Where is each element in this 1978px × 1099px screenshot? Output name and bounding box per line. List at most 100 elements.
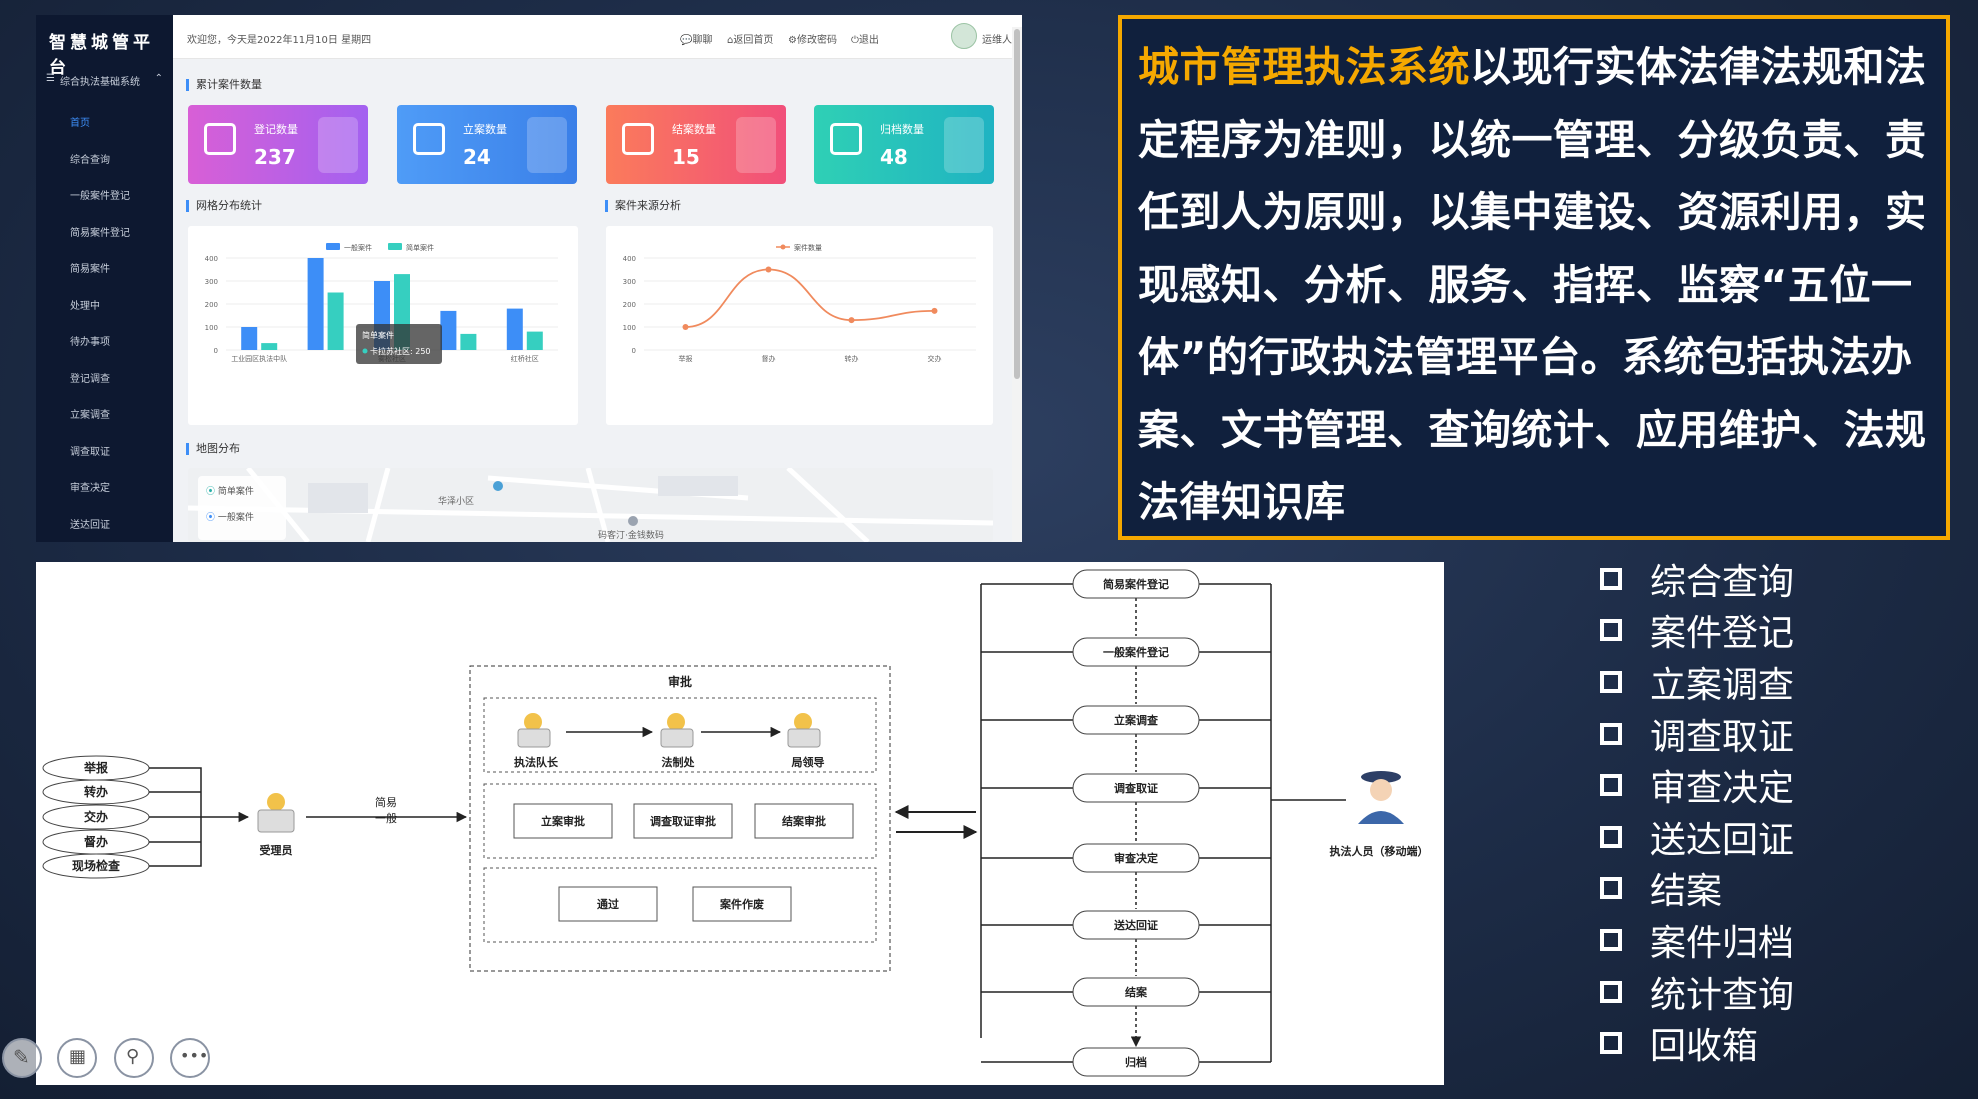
legend-dot (780, 244, 786, 250)
receiver-icon (257, 793, 295, 833)
section-title-grid: 网格分布统计 (186, 200, 262, 212)
edit-icon (204, 123, 236, 155)
more-icon: ••• (180, 1046, 209, 1065)
sidebar-item-general-register[interactable]: 一般案件登记 (70, 191, 130, 202)
data-point (682, 324, 689, 330)
checkbox-icon (1600, 980, 1622, 1003)
list-item: 立案调查 (1600, 656, 1794, 708)
stat-card-archived[interactable]: 归档数量 48 (814, 105, 994, 184)
sidebar-menu: 首页 综合查询 一般案件登记 简易案件登记 简易案件 处理中 待办事项 登记调查… (36, 108, 173, 542)
slides-button[interactable]: ▦ (57, 1038, 97, 1078)
step-node (1072, 569, 1200, 599)
data-point (848, 317, 855, 324)
logout-link[interactable]: ⏻退出 (851, 35, 879, 46)
map-panel[interactable]: 华泽小区 码客汀·金钱数码 ⦿ 简单案件 ⦿ 一般案件 (188, 468, 993, 542)
workflow-diagram: 举报 转办 交办 督办 现场检查 受理员 简易 一般 审批 (36, 562, 1444, 1085)
stat-value: 237 (254, 145, 296, 169)
source-label: 现场检查 (72, 858, 121, 873)
sidebar-group-label: 综合执法基础系统 (59, 77, 140, 88)
user-name[interactable]: 运维人员 (982, 35, 1022, 46)
home-link[interactable]: ⌂返回首页 (727, 35, 774, 46)
edit-icon-ghost (318, 117, 358, 173)
approval-item (633, 803, 733, 839)
source-label: 督办 (84, 834, 108, 849)
magnifier-icon: ⚲ (126, 1046, 140, 1067)
pen-tool-button[interactable]: ✎ (2, 1038, 42, 1078)
list-item: 综合查询 (1600, 553, 1794, 605)
approval-item-label: 立案审批 (541, 814, 585, 828)
sidebar-item-evidence[interactable]: 调查取证 (70, 446, 110, 458)
bar (440, 310, 457, 350)
sidebar-group[interactable]: ☰ 综合执法基础系统 ⌃ (46, 73, 171, 88)
chat-link[interactable]: 💬聊聊 (680, 35, 713, 46)
step-nodes: 简易案件登记 一般案件登记 立案调查 调查取证 审查决定 送达回证 结案 归档 (1072, 569, 1200, 1077)
tooltip-text: 卡拉苏社区: 250 (370, 346, 431, 356)
bar (261, 343, 278, 350)
checkbox-icon (1600, 877, 1622, 900)
sidebar-item-review[interactable]: 审查决定 (70, 483, 110, 494)
sidebar-item-simple-register[interactable]: 简易案件登记 (70, 227, 130, 239)
approval-box (469, 665, 891, 972)
scrollbar[interactable] (1012, 27, 1022, 542)
step-label: 归档 (1125, 1055, 1147, 1069)
stat-card-registered[interactable]: 登记数量 237 (188, 105, 368, 184)
sidebar-item-todo[interactable]: 待办事项 (70, 337, 110, 348)
chevron-up-icon: ⌃ (154, 73, 163, 84)
sidebar-item-processing[interactable]: 处理中 (70, 300, 100, 312)
chat-icon: 💬 (680, 35, 693, 46)
sidebar-item-delivery[interactable]: 送达回证 (70, 519, 110, 531)
officer-icon (1358, 771, 1404, 824)
list-item: 审查决定 (1600, 759, 1794, 811)
y-tick-label: 200 (623, 301, 636, 309)
sidebar-item-case-investigation[interactable]: 立案调查 (70, 410, 110, 421)
zoom-button[interactable]: ⚲ (114, 1038, 154, 1078)
grid-icon: ▦ (69, 1046, 87, 1067)
pen-icon: ✎ (13, 1045, 30, 1069)
avatar[interactable] (951, 23, 977, 49)
stat-card-closed[interactable]: 结案数量 15 (606, 105, 786, 184)
officer-label: 执法人员（移动端） (1330, 844, 1429, 858)
source-label: 交办 (84, 809, 108, 824)
step-node (1072, 843, 1200, 873)
list-item: 案件登记 (1600, 605, 1794, 657)
map-legend-general: ⦿ 一般案件 (206, 513, 254, 523)
approval-item-label: 结案审批 (781, 814, 826, 828)
legend-label: 案件数量 (794, 243, 822, 252)
bar (460, 333, 477, 350)
step-node (1072, 705, 1200, 735)
change-password-link[interactable]: ⚙修改密码 (788, 35, 837, 46)
bar-chart-panel: 0100200300400工业园区执法中队雾松社区红桥社区一般案件简单案件简单案… (188, 226, 578, 425)
home-icon: ⌂ (727, 35, 734, 46)
x-tick-label: 举报 (679, 354, 693, 363)
bar-chart: 0100200300400工业园区执法中队雾松社区红桥社区一般案件简单案件简单案… (205, 243, 558, 364)
checkbox-icon (1600, 774, 1622, 797)
more-button[interactable]: ••• (170, 1038, 210, 1078)
checkbox-icon (1600, 928, 1622, 951)
step-label: 简易案件登记 (1103, 577, 1169, 591)
stat-card-filed[interactable]: 立案数量 24 (397, 105, 577, 184)
sidebar-item-simple-cases[interactable]: 简易案件 (70, 264, 110, 275)
y-tick-label: 300 (205, 278, 218, 286)
outcome-label: 案件作废 (719, 897, 764, 911)
sidebar-item-query[interactable]: 综合查询 (70, 154, 110, 166)
sidebar-item-home[interactable]: 首页 (70, 118, 90, 129)
calendar-check-icon (622, 123, 654, 155)
archive-icon (830, 123, 862, 155)
description-highlight: 城市管理执法系统 (1138, 43, 1470, 91)
step-label: 送达回证 (1113, 918, 1158, 932)
approval-item-label: 调查取证审批 (650, 814, 716, 828)
power-icon: ⏻ (851, 35, 859, 46)
y-tick-label: 400 (623, 255, 636, 263)
scroll-thumb[interactable] (1014, 29, 1020, 379)
x-tick-label: 交办 (928, 354, 942, 363)
checkbox-icon (1600, 567, 1622, 590)
y-tick-label: 300 (623, 278, 636, 286)
stat-label: 登记数量 (254, 123, 298, 136)
gavel-icon-ghost (527, 117, 567, 173)
approver-label: 法制处 (662, 755, 696, 769)
approval-items-box (483, 783, 877, 859)
feature-list: 综合查询 案件登记 立案调查 调查取证 审查决定 送达回证 结案 案件归档 统计… (1600, 553, 1794, 1069)
sidebar-item-register-survey[interactable]: 登记调查 (70, 373, 110, 385)
map-label: 华泽小区 (438, 497, 475, 507)
step-label: 审查决定 (1114, 851, 1158, 865)
